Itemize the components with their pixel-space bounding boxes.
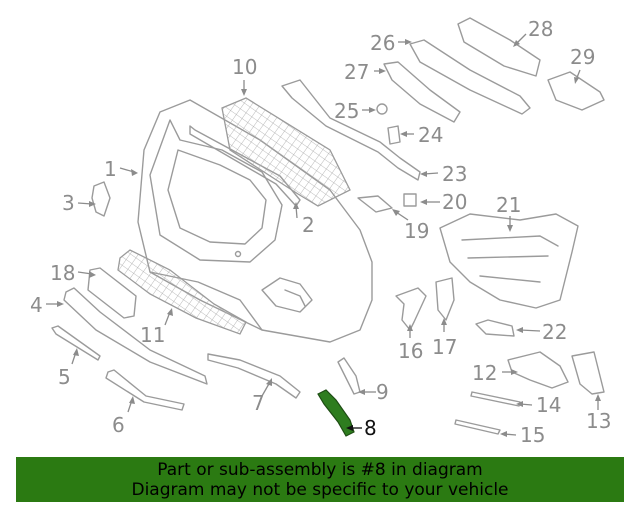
part-21-side-bracket [439,213,579,309]
info-banner: Part or sub-assembly is #8 in diagram Di… [16,457,624,502]
callout-8: 8 [364,416,377,440]
callout-12: 12 [472,361,497,385]
callout-19: 19 [404,219,429,243]
callout-13: 13 [586,409,611,433]
callout-17: 17 [432,335,457,359]
part-11-lower-grille [117,249,247,335]
part-26-absorber [409,39,531,115]
callout-28: 28 [528,17,553,41]
banner-line-2: Diagram may not be specific to your vehi… [131,479,509,500]
part-17-duct [435,277,455,321]
callout-2: 2 [302,213,315,237]
part-20-clip [403,193,417,207]
part-15-strip [454,419,501,435]
part-6-molding [105,369,185,411]
callout-9: 9 [376,380,389,404]
callout-21: 21 [496,193,521,217]
part-24-clip [387,125,401,145]
part-9-trim [337,357,361,395]
callout-3: 3 [62,191,75,215]
banner-line-1: Part or sub-assembly is #8 in diagram [157,459,483,480]
callout-10: 10 [232,55,257,79]
callout-4: 4 [30,293,43,317]
callout-24: 24 [418,123,443,147]
callout-22: 22 [542,320,567,344]
part-16-duct [395,287,427,331]
callout-1: 1 [104,157,117,181]
callout-14: 14 [536,393,561,417]
part-18-license-bracket [87,267,137,319]
part-27-reinforcement [383,61,461,123]
callout-20: 20 [442,190,467,214]
part-28-absorber [457,17,541,77]
part-3-bracket [91,181,111,217]
part-29-bracket [547,71,605,111]
part-22-bracket [475,319,515,337]
part-23-upper-strip [281,79,421,181]
callout-25: 25 [334,99,359,123]
part-10-grille-mesh [221,97,351,207]
callout-23: 23 [442,162,467,186]
callout-11: 11 [140,323,165,347]
leaders [46,33,601,437]
callout-26: 26 [370,31,395,55]
callout-27: 27 [344,60,369,84]
part-1-bumper-cover [137,99,373,343]
part-8-highlighted [317,389,355,437]
callout-6: 6 [112,413,125,437]
callout-15: 15 [520,423,545,447]
callout-7: 7 [252,391,265,415]
part-7-chrome-trim [207,353,301,399]
callout-5: 5 [58,365,71,389]
part-4-lower-spoiler [63,287,208,385]
part-5-molding [51,325,101,361]
callout-29: 29 [570,45,595,69]
part-13-bracket [571,351,605,395]
callout-16: 16 [398,339,423,363]
part-2-trim-strip [189,125,301,207]
part-19-clip [357,195,393,213]
callout-18: 18 [50,261,75,285]
part-14-strip [470,391,521,407]
callouts: 1 2 3 4 5 6 7 8 9 10 11 12 13 14 15 16 1… [30,17,611,447]
part-25-screw [376,103,388,115]
part-12-bracket [507,351,569,389]
